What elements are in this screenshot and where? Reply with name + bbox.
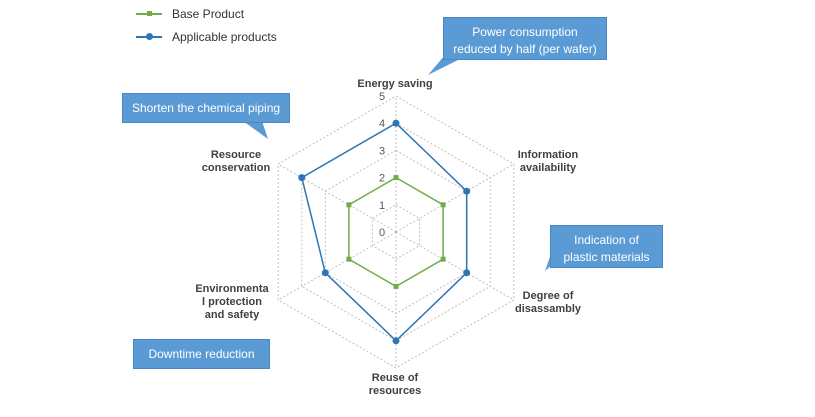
axis-label-energy-saving: Energy saving xyxy=(357,78,433,90)
axis-label-degree-of-disassambly: Degree of disassambly xyxy=(514,290,582,315)
legend-label-applicable: Applicable products xyxy=(172,30,277,44)
tick-label-4: 4 xyxy=(379,118,385,130)
point-base-3 xyxy=(393,283,399,289)
point-applicable-3 xyxy=(392,337,400,345)
tick-label-2: 2 xyxy=(379,173,385,185)
legend-swatch-base xyxy=(136,8,162,20)
callout-pointer-power xyxy=(428,55,460,75)
callout-plastic-materials: Indication of plastic materials xyxy=(550,225,663,268)
point-applicable-0 xyxy=(392,119,400,127)
tick-label-1: 1 xyxy=(379,200,385,212)
point-base-4 xyxy=(346,256,352,262)
axis-label-resource-conservation: Resource conservation xyxy=(201,149,271,174)
callout-power-consumption: Power consumption reduced by half (per w… xyxy=(443,17,607,60)
callout-pointer-chemical xyxy=(243,121,268,139)
legend-item-applicable: Applicable products xyxy=(136,30,277,44)
point-applicable-5 xyxy=(298,174,306,182)
legend-swatch-applicable xyxy=(136,31,162,43)
callout-downtime-reduction: Downtime reduction xyxy=(133,339,270,369)
point-applicable-2 xyxy=(463,269,471,277)
legend-label-base: Base Product xyxy=(172,7,245,21)
axis-label-information-availability: Information availability xyxy=(517,149,579,174)
radar-ticks: 0 1 2 3 4 5 xyxy=(379,91,385,239)
tick-label-0: 0 xyxy=(379,227,385,239)
axis-label-reuse-of-resources: Reuse of resources xyxy=(368,372,422,397)
grid-spoke-1 xyxy=(395,163,515,233)
point-base-2 xyxy=(440,256,446,262)
grid-spoke-4 xyxy=(277,231,397,301)
grid-ring-1 xyxy=(371,204,421,260)
point-base-1 xyxy=(440,202,446,208)
grid-spoke-5 xyxy=(277,163,397,233)
point-base-0 xyxy=(393,175,399,181)
tick-label-5: 5 xyxy=(379,91,385,103)
callout-chemical-piping: Shorten the chemical piping xyxy=(122,93,290,123)
radar-series xyxy=(298,119,471,345)
point-base-5 xyxy=(346,202,352,208)
radar-grid xyxy=(277,95,515,369)
legend-item-base: Base Product xyxy=(136,7,244,21)
tick-label-3: 3 xyxy=(379,145,385,157)
point-applicable-1 xyxy=(463,187,471,195)
axis-label-environmental-protection: Environmenta l protection and safety xyxy=(195,283,269,321)
grid-spoke-2 xyxy=(395,231,515,301)
point-applicable-4 xyxy=(321,269,329,277)
